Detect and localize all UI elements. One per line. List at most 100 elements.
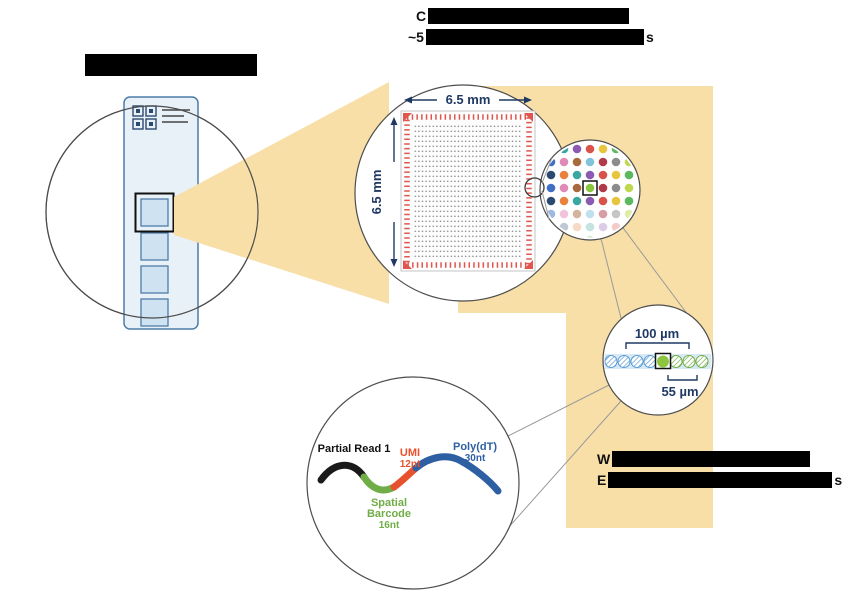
connector-line [541, 190, 550, 220]
barcoded-spot [598, 196, 608, 206]
oligo-circle [306, 376, 520, 590]
capture-area-graphic: 6.5 mm 6.5 mm [369, 92, 536, 272]
highlighted-spot [585, 183, 595, 193]
barcoded-spot [598, 144, 608, 154]
barcoded-spot [572, 196, 582, 206]
barcoded-spot [572, 209, 582, 219]
barcoded-spot [546, 170, 556, 180]
barcoded-spot [572, 183, 582, 193]
slide-graphic [123, 96, 199, 330]
bottom-caption-line-1: W [597, 448, 842, 469]
fiducial-corner-markers [403, 113, 533, 269]
barcoded-spot [598, 157, 608, 167]
barcoded-spot [559, 183, 569, 193]
barcoded-spot [546, 196, 556, 206]
connector-line [541, 157, 553, 184]
label-polydt-length: 30nt [465, 453, 486, 464]
barcoded-spot [572, 222, 582, 232]
highlight-box [134, 192, 175, 233]
hatched-spot-green [695, 355, 709, 368]
barcoded-spot [585, 170, 595, 180]
pitch-bracket [625, 342, 690, 349]
top-caption-line-1: C [416, 5, 654, 26]
hatched-spot-blue [643, 355, 657, 368]
barcoded-spot [624, 170, 634, 180]
bottom-caption-line-2: E s [597, 469, 842, 490]
caption-text-fragment: s [834, 471, 843, 488]
label-spatial-barcode-1: Spatial [371, 497, 407, 509]
barcoded-spot [624, 183, 634, 193]
top-caption-line-2: ~5 s [408, 26, 654, 47]
barcoded-spot [585, 196, 595, 206]
barcoded-spot [559, 157, 569, 167]
arrow-head-down-icon [390, 259, 398, 267]
barcoded-spot [611, 183, 621, 193]
spot-grid [414, 124, 522, 258]
capture-square [140, 298, 169, 327]
barcoded-spot [611, 157, 621, 167]
label-spatial-barcode-2: Barcode [367, 508, 411, 520]
caption-text-fragment: W [597, 450, 611, 467]
redacted-bar [608, 471, 833, 488]
barcoded-spot [559, 170, 569, 180]
caption-text-fragment: E [597, 471, 607, 488]
oligo-strand [317, 453, 502, 495]
hatched-spot-blue [630, 355, 644, 368]
caption-text-fragment: C [416, 7, 427, 24]
redacted-bar [428, 7, 630, 24]
connector-line [507, 384, 610, 437]
barcoded-spot [598, 222, 608, 232]
label-umi: UMI [400, 447, 420, 459]
capture-square [140, 265, 169, 294]
barcoded-spot [585, 157, 595, 167]
oligo-segment-polydt [412, 453, 502, 495]
arrow-head-up-icon [390, 117, 398, 125]
barcoded-spot [572, 170, 582, 180]
redacted-bar [425, 28, 644, 45]
barcoded-spot [611, 196, 621, 206]
barcoded-spots-group [546, 144, 634, 238]
barcoded-spot [598, 183, 608, 193]
redacted-slide-title-bar [85, 54, 257, 76]
barcoded-spot [572, 144, 582, 154]
barcoded-spot [598, 170, 608, 180]
hatched-spot-green [669, 355, 683, 368]
dimension-label-width: 6.5 mm [446, 92, 491, 107]
oligo-segment-partial-read [317, 461, 368, 484]
barcoded-spot [559, 209, 569, 219]
fiducial-frame [404, 114, 532, 268]
barcoded-spot [546, 183, 556, 193]
barcoded-spot [611, 209, 621, 219]
barcoded-spot [598, 209, 608, 219]
top-caption: C ~5 s [408, 5, 654, 47]
slide-label-lines [162, 109, 190, 123]
magnifier-icon [524, 177, 545, 198]
label-umi-length: 12nt [400, 459, 421, 470]
barcoded-spot [572, 157, 582, 167]
barcoded-spot [585, 144, 595, 154]
hatched-spot-green [682, 355, 696, 368]
highlighted-spot-small [657, 355, 669, 368]
barcoded-spot [624, 196, 634, 206]
capture-square [140, 198, 169, 227]
redacted-bar [612, 450, 811, 467]
caption-text-fragment: s [645, 28, 654, 45]
hatched-spot-blue [617, 355, 631, 368]
diameter-label: 55 µm [661, 384, 698, 399]
dimension-label-height: 6.5 mm [369, 170, 384, 215]
spot-row-group [604, 352, 712, 370]
label-spatial-barcode-length: 16nt [379, 520, 400, 531]
capture-square [140, 232, 169, 261]
arrow-head-right-icon [524, 96, 532, 104]
diameter-bracket [667, 375, 698, 381]
arrow-head-left-icon [404, 96, 412, 104]
zoom-cone [174, 82, 389, 304]
barcoded-spot [611, 170, 621, 180]
caption-text-fragment: ~5 [408, 28, 424, 45]
barcoded-spot [559, 196, 569, 206]
pitch-label: 100 µm [635, 326, 679, 341]
barcoded-spot [585, 222, 595, 232]
barcoded-spot [585, 209, 595, 219]
